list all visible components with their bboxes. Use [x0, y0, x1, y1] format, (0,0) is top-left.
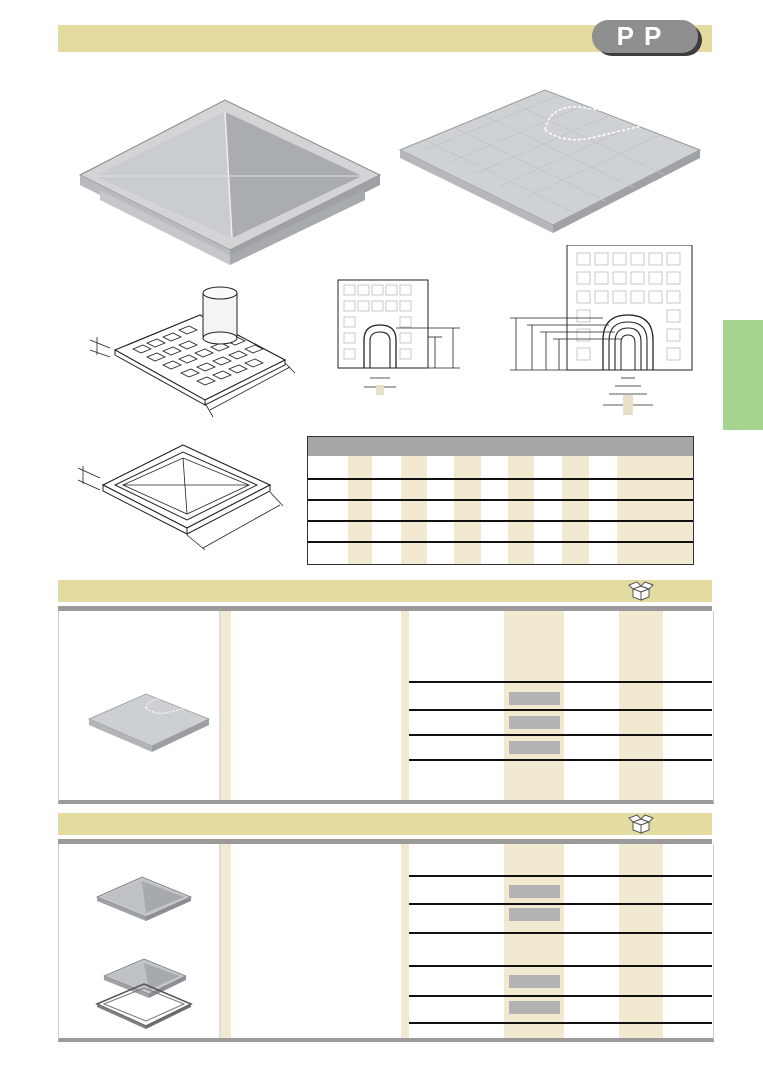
table-row-divider	[308, 478, 693, 480]
description-column	[221, 844, 231, 1038]
grate-plan-large	[510, 245, 693, 415]
table-row-divider	[308, 541, 693, 543]
table-row-divider	[409, 932, 712, 934]
spec-column	[619, 611, 663, 800]
table-row-divider	[409, 759, 712, 761]
table-row-divider	[409, 709, 712, 711]
table-row-divider	[409, 681, 712, 683]
section-1-top-rule	[58, 606, 712, 611]
table-row-divider	[409, 875, 712, 877]
tray-illustration	[78, 99, 382, 265]
section-2-panel	[58, 844, 714, 1042]
table-row-divider	[409, 995, 712, 997]
gray-cell	[509, 741, 560, 754]
gray-cell	[509, 716, 560, 729]
dimensions-table	[307, 436, 694, 565]
photo-column	[61, 844, 221, 1038]
table-row-divider	[409, 903, 712, 905]
spec-column	[619, 844, 663, 1038]
table-row-divider	[409, 1022, 712, 1024]
section-2-top-rule	[58, 839, 712, 844]
section-2-band	[58, 813, 712, 835]
frame-drawing	[77, 444, 284, 551]
grate-pipe-drawing	[89, 286, 296, 418]
spec-column	[401, 611, 409, 800]
pp-badge-label: PP	[616, 21, 672, 51]
dimensions-table-header	[308, 437, 693, 456]
table-row-divider	[409, 965, 712, 967]
spec-column	[504, 611, 564, 800]
tray-frame-thumbnail	[95, 958, 193, 1029]
grate-thumbnail	[87, 693, 211, 752]
grate-illustration	[398, 89, 702, 233]
table-column	[617, 456, 693, 564]
table-column	[562, 456, 589, 564]
section-1-band	[58, 580, 712, 602]
gray-cell	[509, 692, 560, 705]
open-box-icon	[628, 814, 654, 834]
section-1-panel	[58, 611, 714, 804]
table-column	[348, 456, 372, 564]
gray-cell	[509, 1001, 560, 1014]
tray-thumbnail	[95, 876, 193, 921]
pp-badge: PP	[592, 20, 704, 57]
section-side-tab	[723, 320, 763, 430]
gray-cell	[509, 975, 560, 988]
table-row-divider	[409, 734, 712, 736]
gray-cell	[509, 908, 560, 921]
spec-column	[401, 844, 409, 1038]
table-row-divider	[308, 499, 693, 501]
table-column	[454, 456, 481, 564]
grate-plan-small	[337, 279, 460, 395]
table-row-divider	[308, 520, 693, 522]
gray-cell	[509, 885, 560, 898]
open-box-icon	[628, 581, 654, 601]
table-column	[508, 456, 534, 564]
table-column	[401, 456, 427, 564]
description-column	[221, 611, 231, 800]
